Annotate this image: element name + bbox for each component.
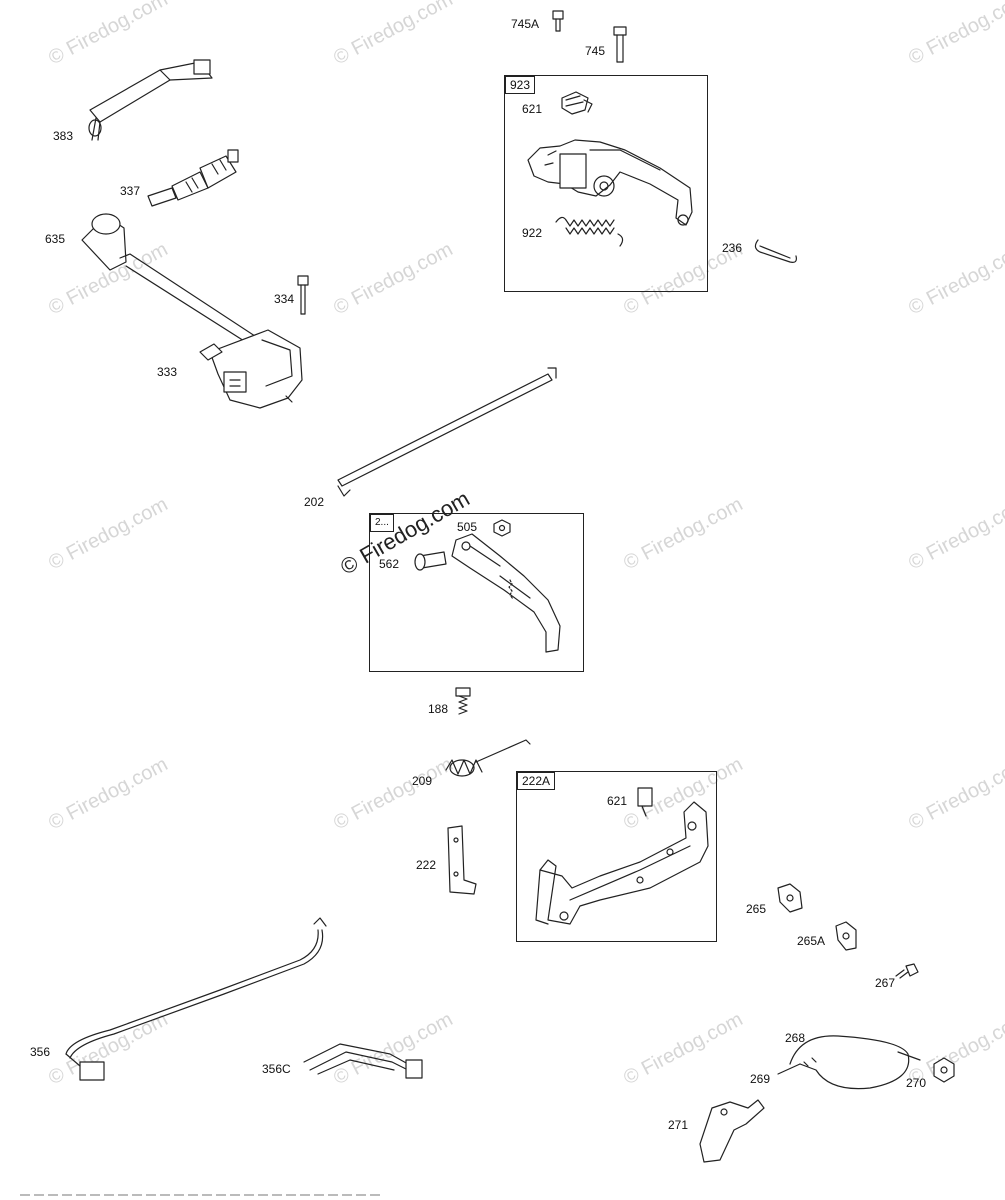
part-label-356c: 356C bbox=[262, 1062, 291, 1076]
spring-922-icon bbox=[555, 216, 624, 247]
control-bracket-222a-icon bbox=[535, 801, 709, 925]
part-label-267: 267 bbox=[875, 976, 896, 990]
control-bracket-icon bbox=[451, 533, 561, 653]
part-label-333: 333 bbox=[157, 365, 178, 379]
bolt-745-icon bbox=[613, 26, 627, 63]
part-label-265a: 265A bbox=[797, 934, 826, 948]
governor-bracket-923-icon bbox=[527, 139, 693, 226]
bracket-271-icon bbox=[699, 1099, 765, 1163]
part-label-270: 270 bbox=[906, 1076, 927, 1090]
part-label-505: 505 bbox=[457, 520, 478, 534]
part-label-356: 356 bbox=[30, 1045, 51, 1059]
clip-621-icon bbox=[637, 787, 653, 817]
governor-rod-202-icon bbox=[337, 367, 557, 497]
bracket-222-icon bbox=[447, 825, 477, 895]
part-label-209: 209 bbox=[412, 774, 433, 788]
box-label-2xx: 2... bbox=[370, 514, 394, 532]
box-label-222a: 222A bbox=[517, 772, 556, 790]
wire-356c-icon bbox=[303, 1043, 423, 1079]
ignition-coil-333-icon bbox=[81, 213, 303, 409]
nut-505-icon bbox=[493, 519, 511, 537]
assembly-2xx-frame bbox=[369, 513, 584, 672]
throttle-cable-268-icon bbox=[777, 1035, 921, 1090]
part-label-269: 269 bbox=[750, 1072, 771, 1086]
part-label-236: 236 bbox=[722, 241, 743, 255]
bolt-334-icon bbox=[297, 275, 309, 315]
assembly-923-frame bbox=[504, 75, 708, 292]
part-label-635: 635 bbox=[45, 232, 66, 246]
assembly-222a-frame bbox=[516, 771, 717, 942]
part-label-745a: 745A bbox=[511, 17, 540, 31]
plate-265-icon bbox=[777, 883, 803, 913]
part-label-337: 337 bbox=[120, 184, 141, 198]
screw-267-icon bbox=[895, 963, 919, 979]
plate-265a-icon bbox=[835, 921, 857, 951]
bottom-divider bbox=[20, 1194, 380, 1196]
bolt-745a-icon bbox=[552, 10, 564, 32]
part-label-562: 562 bbox=[379, 557, 400, 571]
pin-562-icon bbox=[414, 551, 447, 571]
part-label-265: 265 bbox=[746, 902, 767, 916]
tool-383-icon bbox=[88, 59, 213, 141]
link-236-icon bbox=[754, 239, 797, 263]
part-label-202: 202 bbox=[304, 495, 325, 509]
nut-270-icon bbox=[933, 1057, 955, 1083]
wire-harness-356-icon bbox=[65, 917, 327, 1081]
box-label-923: 923 bbox=[505, 76, 536, 94]
part-label-922: 922 bbox=[522, 226, 543, 240]
part-label-621: 621 bbox=[607, 794, 628, 808]
spring-209-icon bbox=[445, 739, 531, 777]
part-label-188: 188 bbox=[428, 702, 449, 716]
part-label-271: 271 bbox=[668, 1118, 689, 1132]
part-label-621: 621 bbox=[522, 102, 543, 116]
part-label-383: 383 bbox=[53, 129, 74, 143]
part-label-268: 268 bbox=[785, 1031, 806, 1045]
screw-188-icon bbox=[455, 687, 471, 715]
clip-621-icon bbox=[561, 91, 593, 115]
spark-plug-337-icon bbox=[147, 149, 239, 207]
part-label-745: 745 bbox=[585, 44, 606, 58]
part-label-334: 334 bbox=[274, 292, 295, 306]
part-label-222: 222 bbox=[416, 858, 437, 872]
